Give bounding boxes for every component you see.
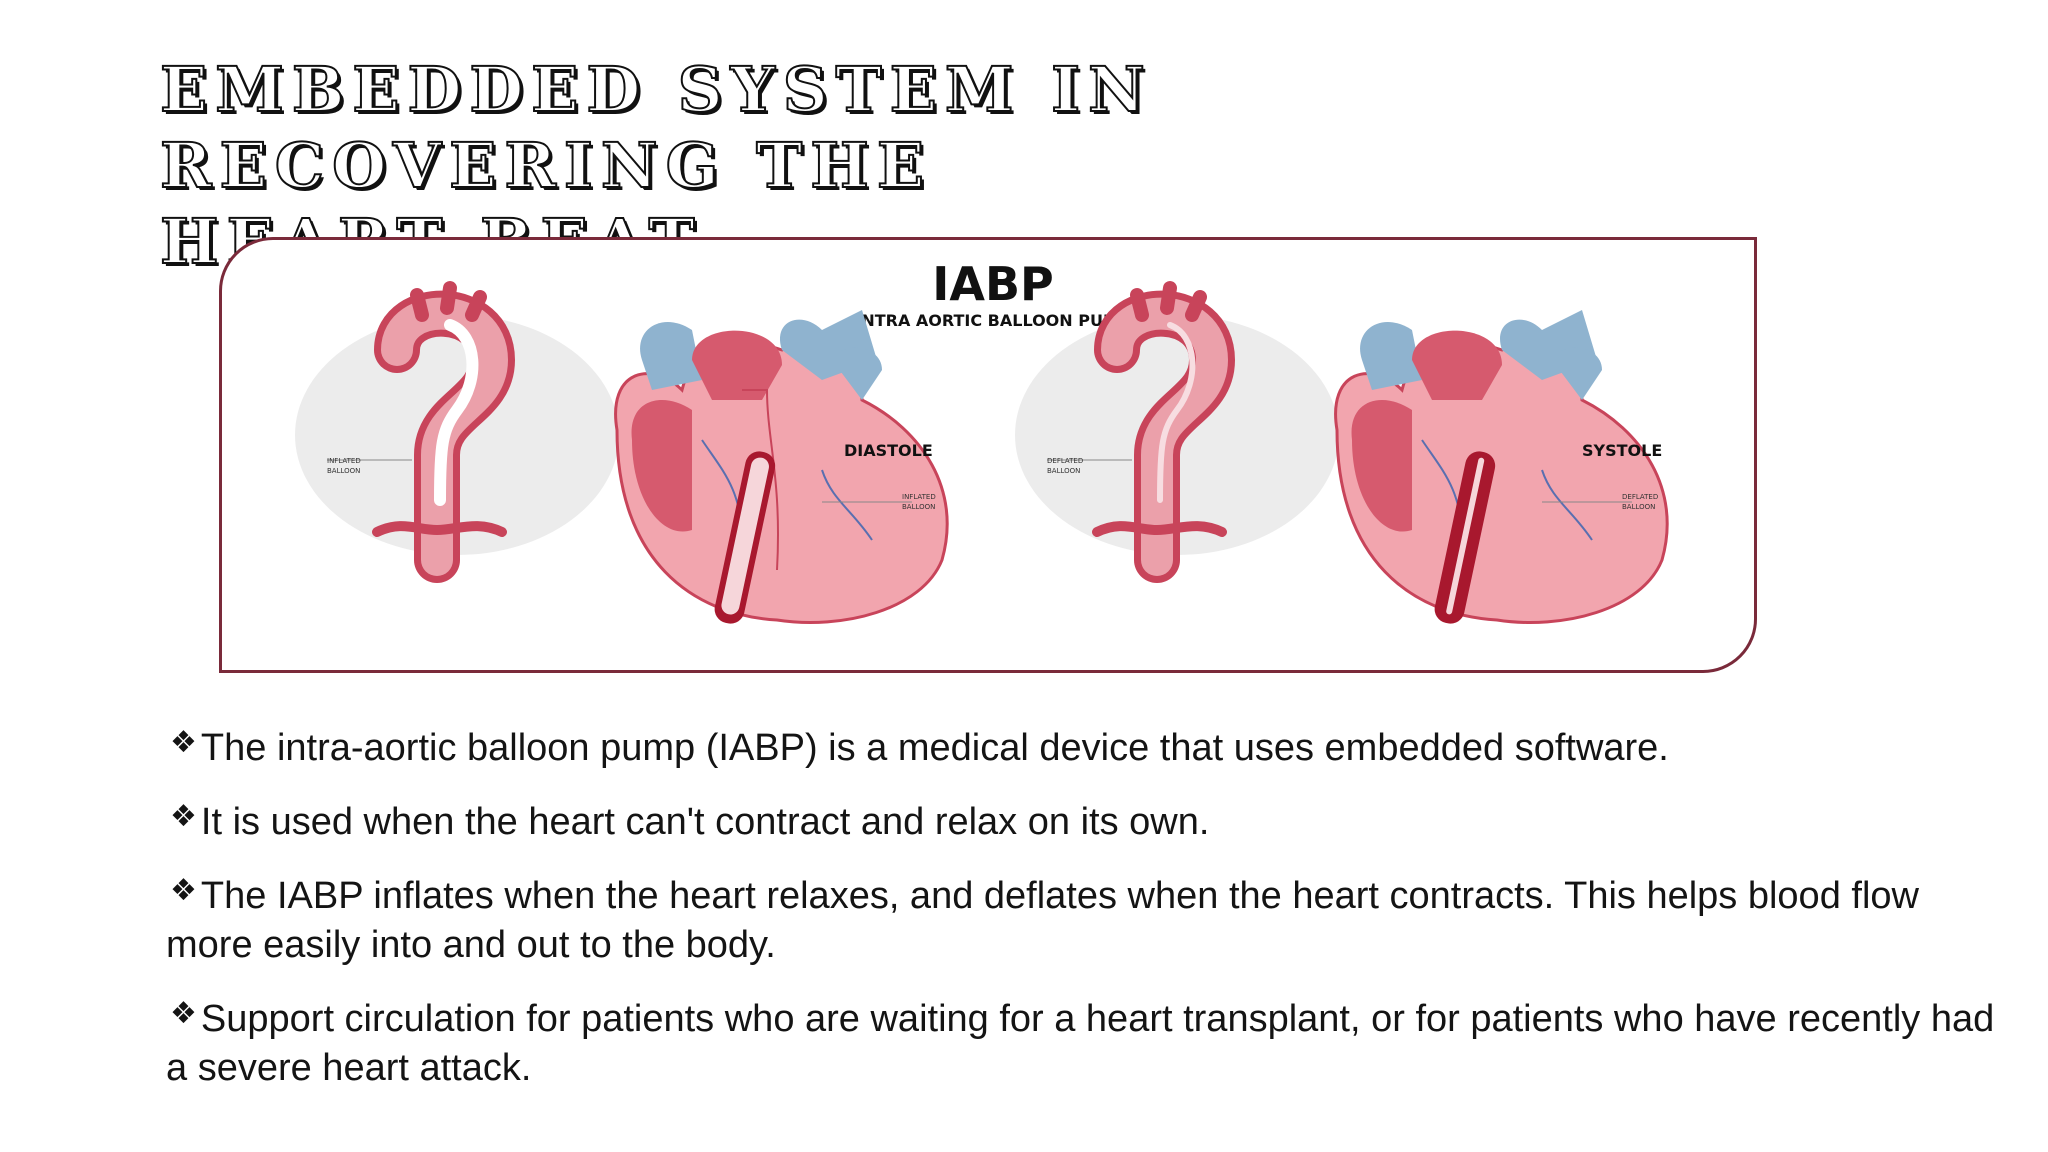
iabp-figure: IABP INTRA AORTIC BALLOON PUMP INFLATED … [219,237,1757,673]
bullet-text: It is used when the heart can't contract… [200,801,1210,843]
iabp-illustration: IABP INTRA AORTIC BALLOON PUMP INFLATED … [295,257,1669,624]
figure-heading: IABP [932,257,1054,311]
heart-illustration [1334,310,1669,624]
diamond-bullet-icon: ❖ [170,996,197,1031]
right-phase-label: SYSTOLE [1582,441,1662,460]
left-phase-label: DIASTOLE [844,441,933,460]
right-panel: DEFLATED BALLOON SYSTOLE DEFLATED BALLOO… [1015,281,1669,624]
aorta-illustration [372,281,516,583]
bullet-item: ❖It is used when the heart can't contrac… [166,792,1996,847]
diamond-bullet-icon: ❖ [170,725,197,760]
bullet-text: The IABP inflates when the heart relaxes… [166,875,1919,966]
left-heart-callout-line-2: BALLOON [902,503,935,511]
bullet-text: The intra-aortic balloon pump (IABP) is … [200,727,1669,769]
left-heart-callout-line-1: INFLATED [902,493,936,501]
slide-title-line-1: Embedded System In Recovering the [159,52,1153,203]
bullet-item: ❖The intra-aortic balloon pump (IABP) is… [166,718,1996,773]
aorta-balloon [1157,322,1196,503]
bullet-item: ❖The IABP inflates when the heart relaxe… [166,866,1996,970]
figure-subheading: INTRA AORTIC BALLOON PUMP [855,311,1131,330]
right-aorta-callout-line-1: DEFLATED [1047,457,1083,465]
bullet-text: Support circulation for patients who are… [166,998,1995,1089]
heart-illustration [614,310,949,624]
bullet-item: ❖Support circulation for patients who ar… [166,989,1996,1093]
diamond-bullet-icon: ❖ [170,873,197,908]
aorta-balloon [434,319,479,506]
right-heart-callout-line-1: DEFLATED [1622,493,1658,501]
left-aorta-callout-line-1: INFLATED [327,457,361,465]
right-aorta-callout-line-2: BALLOON [1047,467,1080,475]
left-panel: INFLATED BALLOON DIASTOLE INFLATED BALLO… [295,281,949,624]
diamond-bullet-icon: ❖ [170,799,197,834]
aorta-illustration [1092,281,1236,583]
bullet-list: ❖The intra-aortic balloon pump (IABP) is… [166,718,1996,1112]
left-aorta-callout-line-2: BALLOON [327,467,360,475]
right-heart-callout-line-2: BALLOON [1622,503,1655,511]
